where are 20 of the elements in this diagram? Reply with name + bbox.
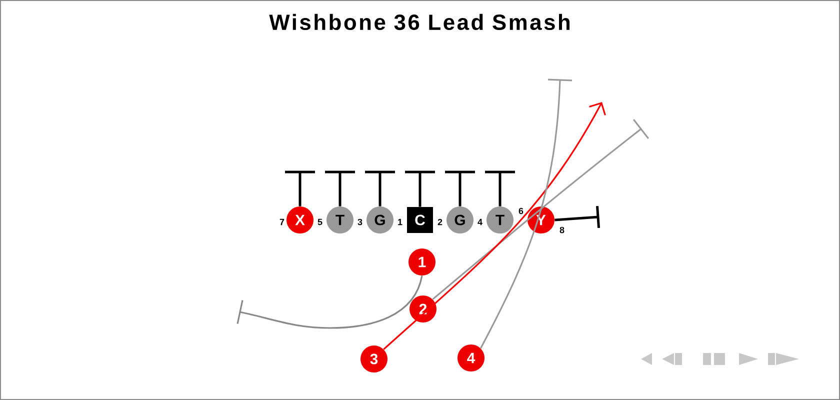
gap-number: 5 [318, 218, 322, 226]
block-line [554, 206, 600, 228]
route-line [432, 119, 650, 300]
gap-number: 1 [398, 218, 402, 226]
block-line [365, 170, 395, 206]
route-line [480, 78, 572, 349]
route-arrow [383, 102, 606, 350]
gap-number: 8 [560, 226, 564, 234]
block-line [405, 170, 435, 207]
center-square: C [407, 207, 433, 233]
gap-number: 2 [438, 218, 442, 226]
block-line [445, 170, 475, 206]
route-line [236, 276, 423, 329]
gap-number: 4 [478, 218, 482, 226]
block-line [325, 170, 355, 206]
gap-number: 6 [518, 208, 524, 214]
block-line [485, 170, 515, 206]
block-line [285, 170, 315, 206]
title: Wishbone 36 Lead Smash [269, 14, 570, 30]
gap-number: 3 [358, 218, 362, 226]
